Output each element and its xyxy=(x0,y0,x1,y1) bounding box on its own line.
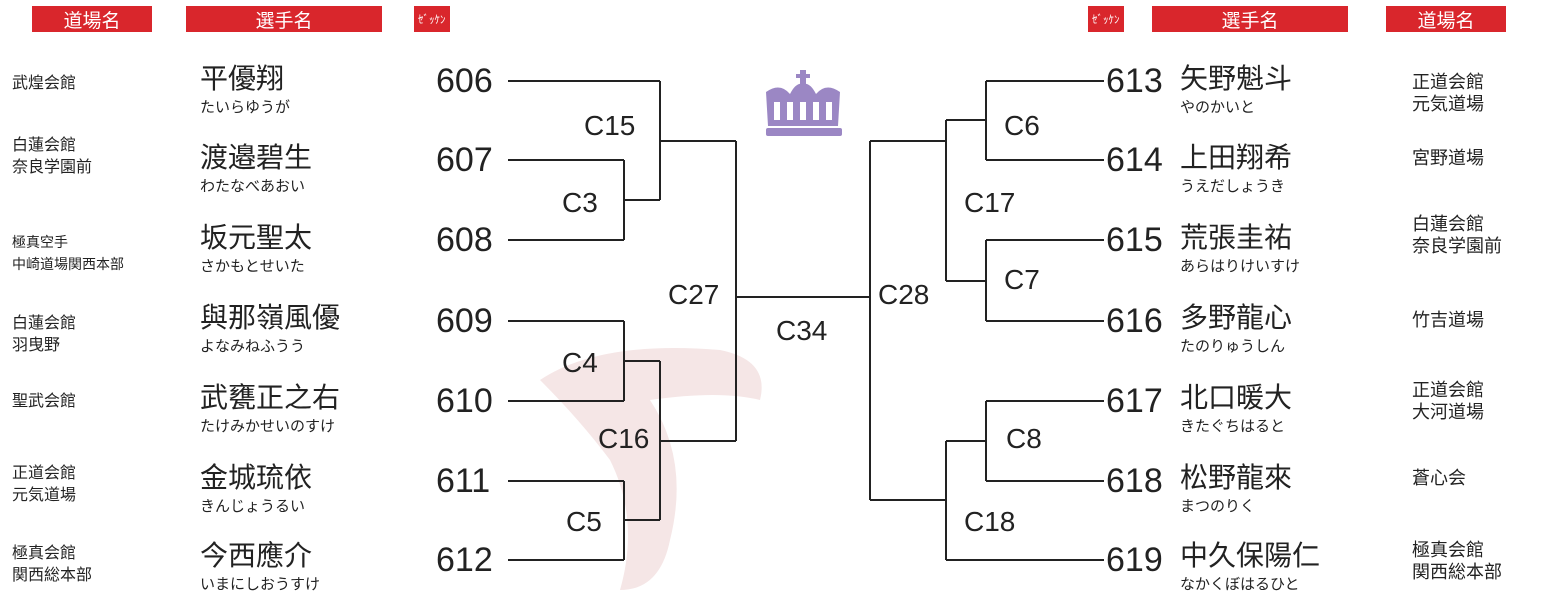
dojo-name: 正道会館 大河道場 xyxy=(1412,380,1484,423)
player-kana: たのりゅうしん xyxy=(1180,337,1286,355)
player-kana: いまにしおうすけ xyxy=(200,575,321,593)
zekken-number: 616 xyxy=(1106,302,1163,340)
match-label: C16 xyxy=(598,423,650,454)
header-dojo-left: 道場名 xyxy=(32,6,152,32)
player-kana: やのかいと xyxy=(1180,98,1256,116)
dojo-name: 白蓮会館 奈良学園前 xyxy=(12,135,93,176)
dojo-name: 極真会館 関西総本部 xyxy=(12,543,93,584)
header-player-left: 選手名 xyxy=(186,6,382,32)
header-dojo-right: 道場名 xyxy=(1386,6,1506,32)
match-label: C27 xyxy=(668,279,720,310)
player-name: 松野龍來 xyxy=(1180,461,1293,494)
match-label: C15 xyxy=(584,110,636,141)
zekken-number: 607 xyxy=(436,141,493,179)
player-kana: よなみねふうう xyxy=(200,337,306,355)
dojo-name: 白蓮会館 奈良学園前 xyxy=(1412,214,1502,257)
player-name: 渡邉碧生 xyxy=(200,141,313,174)
match-label: C34 xyxy=(776,315,828,346)
player-name: 武甕正之右 xyxy=(200,381,341,414)
player-kana: うえだしょうき xyxy=(1180,177,1286,195)
player-name: 上田翔希 xyxy=(1180,141,1293,174)
player-kana: きんじょうるい xyxy=(200,497,306,515)
player-name: 坂元聖太 xyxy=(200,221,313,254)
header-player-right: 選手名 xyxy=(1152,6,1348,32)
player-name: 荒張圭祐 xyxy=(1180,221,1293,254)
match-label: C17 xyxy=(964,187,1016,218)
match-label: C28 xyxy=(878,279,930,310)
dojo-name: 宮野道場 xyxy=(1412,148,1484,169)
dojo-name: 正道会館 元気道場 xyxy=(1412,72,1484,115)
zekken-number: 610 xyxy=(436,382,493,420)
match-label: C18 xyxy=(964,506,1016,537)
player-kana: あらはりけいすけ xyxy=(1180,257,1301,275)
zekken-number: 619 xyxy=(1106,541,1163,579)
player-name: 平優翔 xyxy=(200,62,285,95)
dojo-name: 武煌会館 xyxy=(12,73,77,92)
match-label: C4 xyxy=(562,347,598,378)
match-label: C3 xyxy=(562,187,598,218)
player-kana: たいらゆうが xyxy=(200,98,291,116)
header-zekken-right: ｾﾞｯｹﾝ xyxy=(1088,6,1124,32)
match-label: C5 xyxy=(566,506,602,537)
player-kana: まつのりく xyxy=(1180,497,1256,515)
zekken-number: 609 xyxy=(436,302,493,340)
dojo-name: 正道会館 元気道場 xyxy=(12,463,77,504)
zekken-number: 606 xyxy=(436,62,493,100)
match-label: C7 xyxy=(1004,264,1040,295)
match-label: C8 xyxy=(1006,423,1042,454)
dojo-name: 極真会館 関西総本部 xyxy=(1412,540,1502,583)
player-name: 今西應介 xyxy=(200,539,313,572)
player-name: 中久保陽仁 xyxy=(1180,539,1321,572)
dojo-name: 白蓮会館 羽曳野 xyxy=(12,313,77,354)
dojo-name: 蒼心会 xyxy=(1412,468,1466,489)
zekken-number: 611 xyxy=(436,462,491,500)
header-zekken-left: ｾﾞｯｹﾝ xyxy=(414,6,450,32)
player-name: 矢野魁斗 xyxy=(1180,62,1293,95)
player-name: 北口暖大 xyxy=(1180,381,1293,414)
zekken-number: 618 xyxy=(1106,462,1163,500)
zekken-number: 615 xyxy=(1106,221,1163,259)
player-kana: なかくぼはるひと xyxy=(1180,575,1300,593)
crown-icon xyxy=(766,70,842,136)
player-kana: わたなべあおい xyxy=(200,177,306,195)
dojo-name: 竹吉道場 xyxy=(1412,310,1484,331)
player-kana: さかもとせいた xyxy=(200,257,305,275)
zekken-number: 612 xyxy=(436,541,493,579)
dojo-name: 極真空手 中崎道場関西本部 xyxy=(12,235,124,273)
player-name: 與那嶺風優 xyxy=(200,301,341,334)
dojo-name: 聖武会館 xyxy=(12,391,77,410)
player-kana: たけみかせいのすけ xyxy=(200,417,336,435)
player-name: 多野龍心 xyxy=(1180,301,1293,334)
match-label: C6 xyxy=(1004,110,1040,141)
zekken-number: 608 xyxy=(436,221,493,259)
zekken-number: 614 xyxy=(1106,141,1163,179)
zekken-number: 613 xyxy=(1106,62,1163,100)
zekken-number: 617 xyxy=(1106,382,1163,420)
brush-logo-watermark xyxy=(540,348,762,590)
player-name: 金城琉依 xyxy=(200,461,313,494)
player-kana: きたぐちはると xyxy=(1180,417,1286,435)
